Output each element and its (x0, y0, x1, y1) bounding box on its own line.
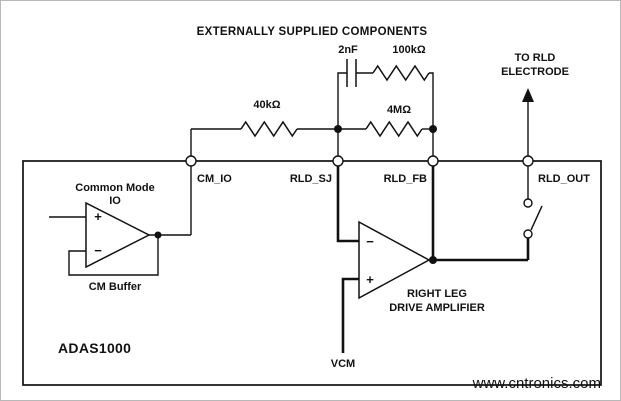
cm-output-junction-dot (154, 231, 162, 239)
rld-opamp-plus-sign: + (366, 272, 374, 287)
cap-branch-wire-right (429, 72, 434, 129)
watermark-text: www.cntronics.com (472, 375, 601, 392)
pin-rld-sj (332, 155, 344, 167)
cm-opamp-plus-sign: + (94, 209, 102, 224)
electrode-label-line2: ELECTRODE (501, 66, 569, 78)
pin-rld-out (522, 155, 534, 167)
switch-blade (530, 205, 543, 231)
resistor-40k-symbol (240, 120, 298, 138)
rld-amp-label-line2: DRIVE AMPLIFIER (389, 302, 485, 314)
chip-outline (22, 160, 602, 386)
cm-opamp-triangle (85, 201, 151, 269)
cm-io-title-line2: IO (109, 195, 121, 207)
vcm-label: VCM (331, 358, 355, 370)
electrode-arrow (522, 88, 534, 156)
up-arrow-icon (522, 88, 534, 102)
resistor-100k-label: 100kΩ (392, 44, 425, 56)
pin-label-rld-out: RLD_OUT (538, 173, 590, 185)
junction-dot-rldfb (429, 125, 437, 133)
chip-name-label: ADAS1000 (58, 340, 131, 356)
rld-amp-label-line1: RIGHT LEG (407, 288, 467, 300)
resistor-40k-label: 40kΩ (253, 99, 280, 111)
cap-branch-wire-left (337, 72, 347, 129)
external-network-wires (190, 59, 437, 156)
pin-label-rld-sj: RLD_SJ (290, 173, 332, 185)
pin-rld-fb (427, 155, 439, 167)
pin-label-cm-io: CM_IO (197, 173, 232, 185)
vcm-to-plus-wire (341, 277, 359, 353)
cm-feedback-wire (68, 235, 159, 276)
switch-top-terminal (523, 198, 533, 208)
rld-opamp-minus-sign: − (366, 234, 374, 249)
junction-dot-rldsj (334, 125, 342, 133)
electrode-label-line1: TO RLD (515, 52, 556, 64)
pin-label-rld-fb: RLD_FB (384, 173, 427, 185)
pin-cm-io (185, 155, 197, 167)
rldsj-to-minus-wire (336, 166, 359, 243)
diagram-title: EXTERNALLY SUPPLIED COMPONENTS (197, 26, 428, 38)
cm-buffer-opamp: + − (49, 166, 192, 276)
cm-io-title-line1: Common Mode (75, 182, 154, 194)
rld-output-junction-dot (429, 256, 437, 264)
rld-out-switch (523, 166, 543, 239)
cm-buffer-label: CM Buffer (89, 281, 142, 293)
rld-amplifier-opamp: − + (336, 166, 530, 353)
cm-opamp-minus-sign: − (94, 243, 102, 258)
resistor-4m-label: 4MΩ (387, 104, 411, 116)
capacitor-value-label: 2nF (338, 44, 358, 56)
rld-opamp-triangle (358, 220, 431, 300)
resistor-4m-symbol (365, 120, 423, 138)
switch-bottom-terminal (523, 229, 533, 239)
resistor-100k-symbol (372, 64, 430, 82)
